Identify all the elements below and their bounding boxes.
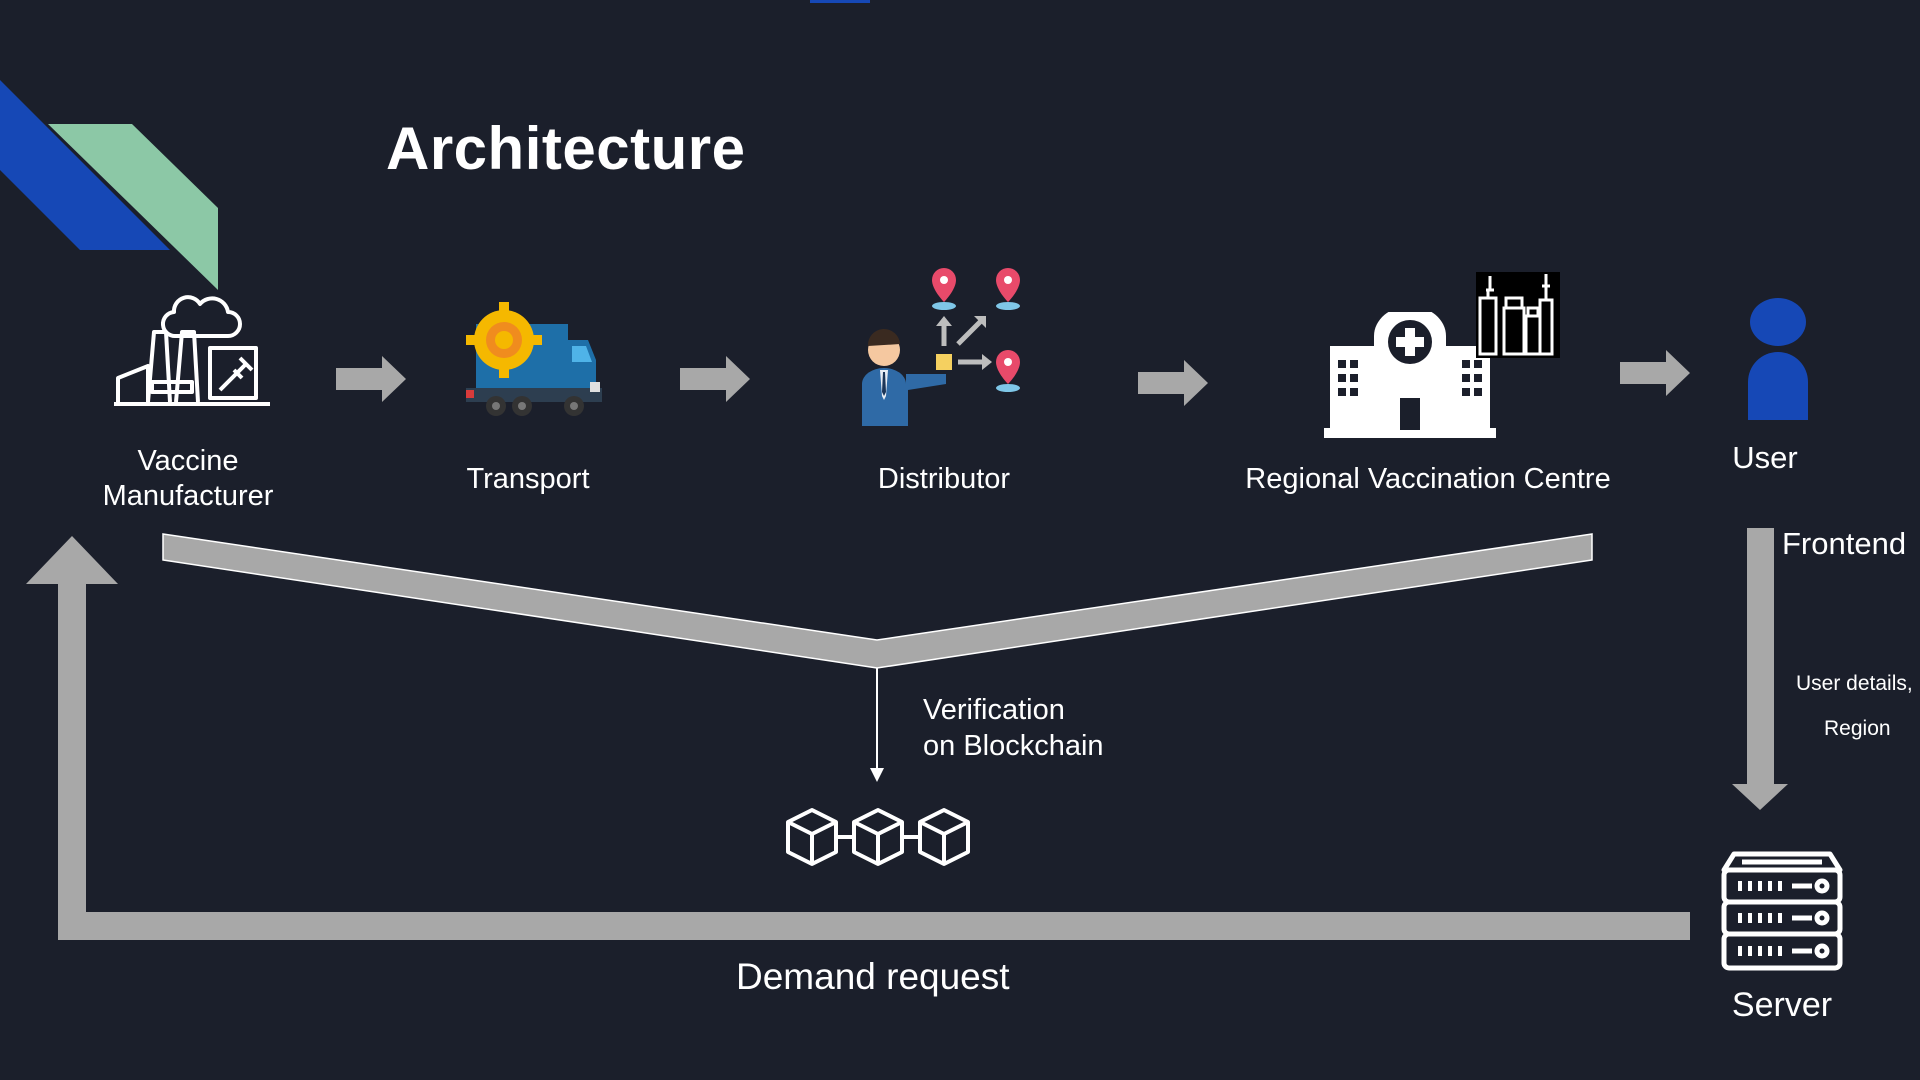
frontend-arrow [1732,528,1788,810]
hospital-icon [1324,306,1496,438]
slide-title: Architecture [386,115,746,182]
centre-label: Regional Vaccination Centre [1245,463,1611,495]
manufacturer-label-line1: Vaccine [137,445,239,477]
factory-icon [112,266,272,426]
distributor-icon [860,266,1030,426]
verification-arrowhead [870,768,884,782]
demand-request-loop [26,536,1690,940]
server-label: Server [1731,986,1833,1024]
arrow-centre-user [1620,350,1690,396]
server-icon [1720,850,1844,978]
region-label: Region [1824,717,1891,740]
transport-label: Transport [466,463,590,495]
verification-label-line1: Verification [923,694,1065,726]
distributor-label: Distributor [877,463,1011,495]
blue-stripe [0,80,170,250]
vaccine-vials-icon [1476,272,1560,358]
truck-icon [466,302,602,422]
top-accent-bar [810,0,870,3]
demand-request-label: Demand request [736,956,1010,997]
user-icon [1746,296,1810,422]
verification-label: Verification on Blockchain [923,692,1104,764]
verification-label-line2: on Blockchain [923,730,1104,762]
arrow-distributor-centre [1138,360,1208,406]
manufacturer-label-line2: Manufacturer [102,480,274,512]
arrow-transport-distributor [680,356,750,402]
frontend-label: Frontend [1782,526,1907,561]
user-label: User [1732,440,1798,475]
manufacturer-label: Vaccine Manufacturer [88,444,288,514]
user-details-label: User details, [1796,672,1913,695]
green-stripe [48,124,218,290]
process-arrows [336,350,1690,406]
blockchain-icon [784,804,972,868]
arrow-manufacturer-transport [336,356,406,402]
verification-funnel [162,533,1593,669]
